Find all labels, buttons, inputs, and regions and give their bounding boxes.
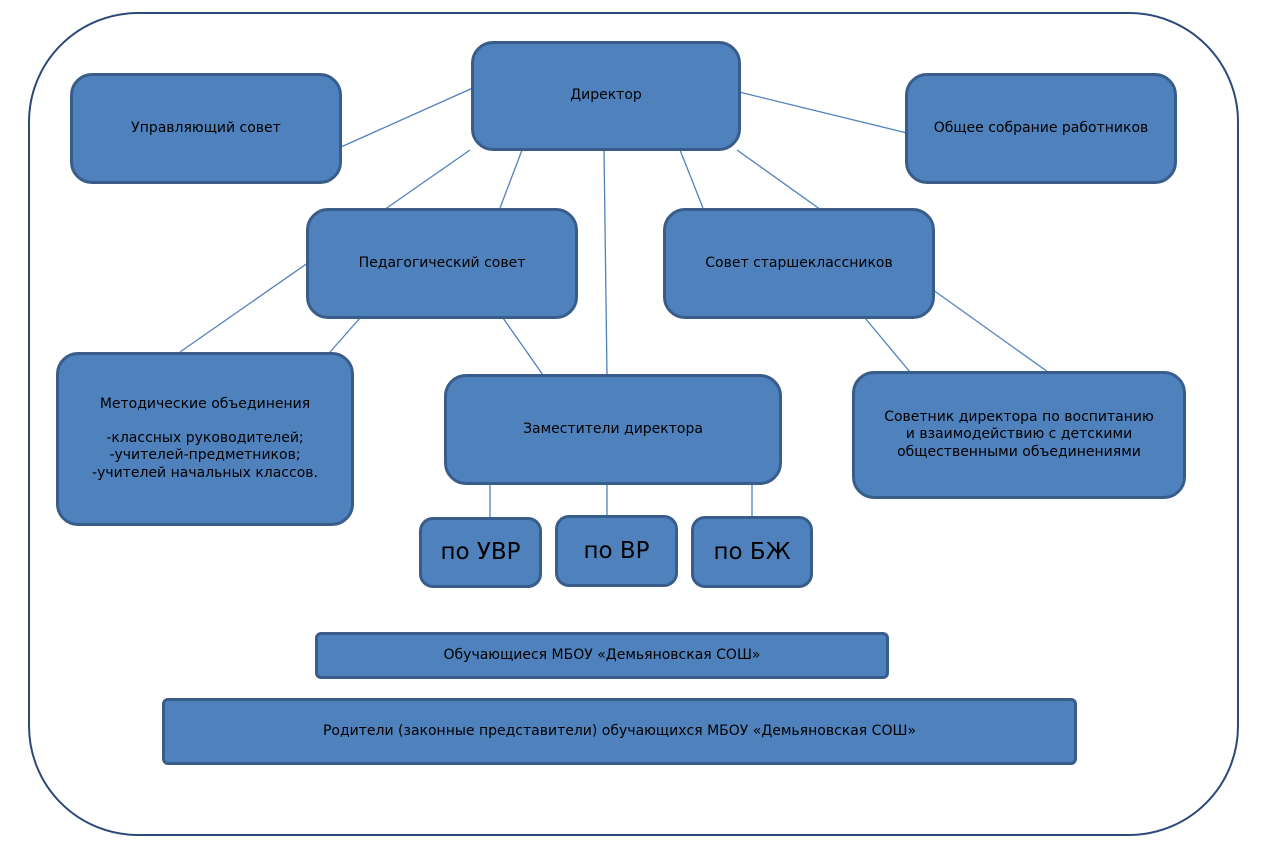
connector-senior-advisor: [864, 317, 911, 373]
node-students-label: Обучающиеся МБОУ «Демьяновская СОШ»: [443, 646, 761, 663]
node-senior-council-label: Совет старшеклассников: [705, 254, 893, 271]
node-deputy-bzh-label: по БЖ: [713, 538, 791, 565]
node-deputy-bzh: по БЖ: [691, 516, 813, 588]
node-deputy-vr-label: по ВР: [583, 537, 650, 564]
node-deputy-uvr-label: по УВР: [440, 539, 521, 566]
node-parents: Родители (законные представители) обучаю…: [162, 698, 1077, 765]
node-pedagogical-council: Педагогический совет: [306, 208, 578, 319]
node-general-meeting: Общее собрание работников: [905, 73, 1177, 184]
node-director: Директор: [471, 41, 741, 151]
node-methodical-items: -классных руководителей; -учителей-предм…: [92, 429, 318, 481]
connector-director-senior: [679, 149, 704, 209]
node-methodical-title: Методические объединения: [99, 396, 311, 412]
connector-pedagogical-deputies: [502, 317, 544, 376]
node-methodical-associations: Методические объединения -классных руков…: [56, 352, 354, 526]
node-director-label: Директор: [570, 87, 642, 104]
node-deputies: Заместители директора: [444, 374, 782, 485]
node-managing-council-label: Управляющий совет: [131, 119, 281, 136]
node-managing-council: Управляющий совет: [70, 73, 342, 184]
connector-pedagogical-methodical: [329, 317, 361, 353]
node-deputy-uvr: по УВР: [419, 517, 542, 588]
node-advisor: Советник директора по воспитанию и взаим…: [852, 371, 1186, 499]
node-deputies-label: Заместители директора: [523, 420, 703, 437]
node-advisor-label: Советник директора по воспитанию и взаим…: [884, 408, 1154, 460]
node-senior-council: Совет старшеклассников: [663, 208, 935, 319]
node-students: Обучающиеся МБОУ «Демьяновская СОШ»: [315, 632, 889, 679]
connector-director-general: [738, 91, 908, 134]
connector-director-managing: [340, 86, 476, 148]
node-parents-label: Родители (законные представители) обучаю…: [322, 722, 917, 739]
connector-director-pedagogical: [499, 149, 523, 209]
connector-director-deputies: [603, 149, 608, 376]
node-deputy-vr: по ВР: [555, 515, 678, 587]
node-general-meeting-label: Общее собрание работников: [933, 119, 1149, 136]
node-pedagogical-council-label: Педагогический совет: [358, 254, 526, 271]
